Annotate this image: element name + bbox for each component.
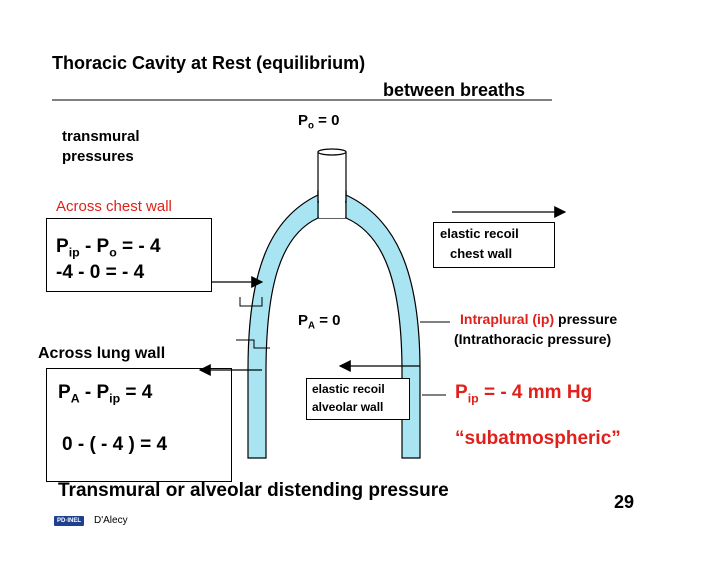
lung-wall-eq1: PA - Pip = 4 [58,382,153,406]
intrapleural-black: pressure [554,311,618,327]
elastic-chest-box [433,222,555,268]
chest-wall-eq1: Pip - Po = - 4 [56,236,161,260]
elastic-alveolar-box [306,378,410,420]
subatmospheric-label: “subatmospheric” [455,428,621,449]
title-line1: Thoracic Cavity at Rest (equilibrium) [52,53,366,73]
transmural-line2: pressures [62,148,134,165]
chest-wall-eq2: -4 - 0 = - 4 [56,262,145,283]
chest-wall-heading: Across chest wall [56,198,172,215]
transmural-label: transmural pressures [62,127,140,167]
distending-pressure-label: Transmural or alveolar distending pressu… [58,480,449,501]
intrapleural-line1: Intraplural (ip) pressure [460,311,617,327]
intrapleural-line2: (Intrathoracic pressure) [454,331,612,347]
elastic-chest-line2: chest wall [450,246,513,261]
chest-wall-bracket [239,297,263,307]
pa-label: PA = 0 [298,312,341,332]
intrapleural-red: Intraplural (ip) [460,311,555,327]
elastic-alveolar-line2: alveolar wall [312,400,384,414]
chest-wall-box [46,218,212,292]
author-label: D'Alecy [94,515,128,526]
elastic-alveolar-line1: elastic recoil [312,382,385,396]
slide-number: 29 [614,492,635,512]
pip-value: Pip = - 4 mm Hg [455,382,593,406]
lung-wall-eq2: 0 - ( - 4 ) = 4 [62,434,168,455]
lung-wall-bracket [236,339,270,349]
title-line2: between breaths [383,80,526,100]
thoracic-cavity-wall [247,191,421,459]
po-label: Po = 0 [298,112,340,132]
trachea-opening [317,148,347,156]
elastic-chest-line1: elastic recoil [440,226,519,241]
institution-logo: PD·INEL [54,516,84,526]
lung-wall-box [46,368,232,482]
transmural-line1: transmural [62,128,140,145]
lung-wall-heading: Across lung wall [38,345,166,362]
